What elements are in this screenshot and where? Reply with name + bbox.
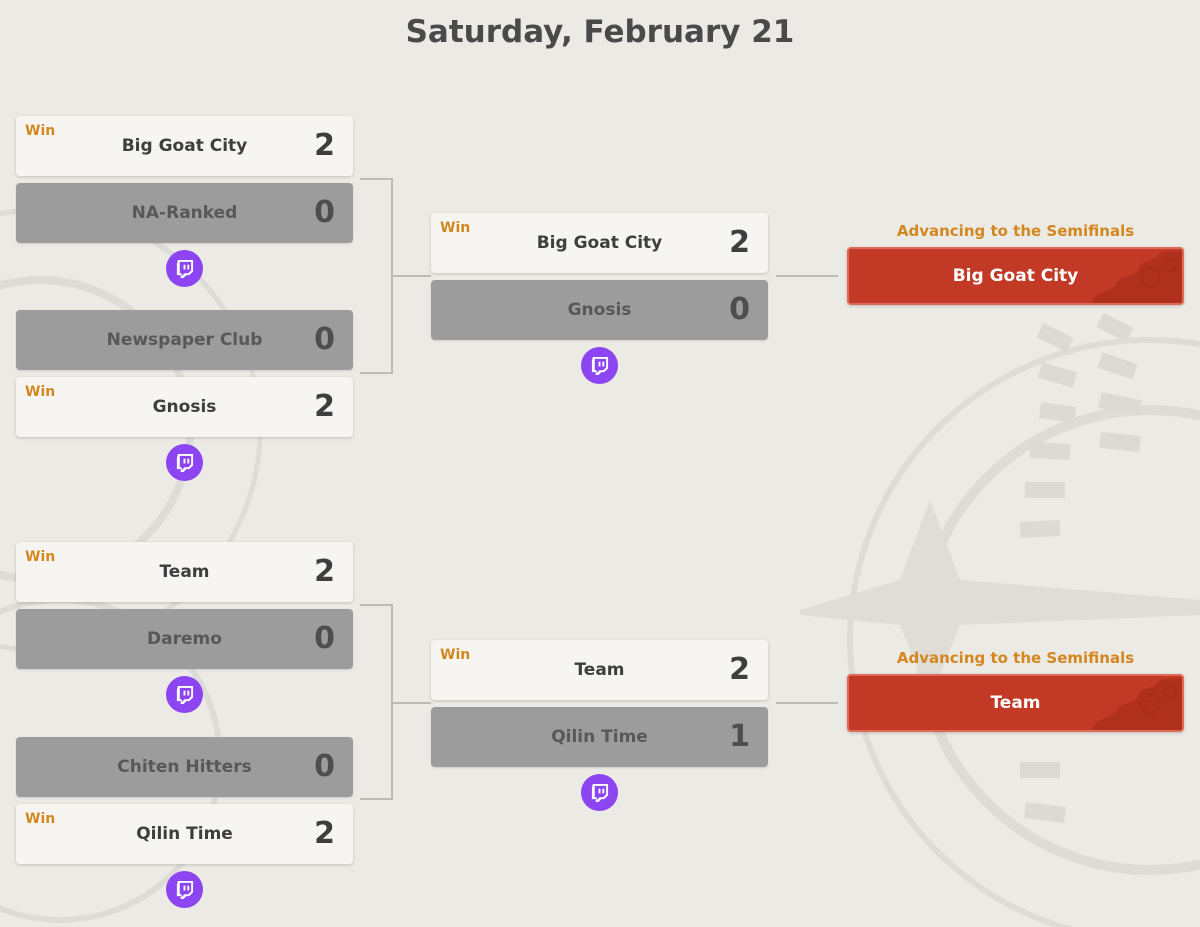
win-tag: Win xyxy=(440,647,471,663)
win-tag: Win xyxy=(25,123,56,139)
team-name: Qilin Time xyxy=(551,727,648,747)
advancing-team-card[interactable]: Team xyxy=(847,674,1184,732)
advancing-team-card[interactable]: Big Goat City xyxy=(847,247,1184,305)
team-score: 0 xyxy=(314,195,335,230)
twitch-icon xyxy=(176,259,194,278)
win-tag: Win xyxy=(440,220,471,236)
match-card-team-row[interactable]: Daremo 0 xyxy=(16,609,353,669)
team-name: Team xyxy=(159,562,210,582)
flourish-decoration xyxy=(1092,251,1182,303)
team-score: 2 xyxy=(729,225,750,260)
team-name: Big Goat City xyxy=(121,136,248,156)
twitch-icon xyxy=(176,453,194,472)
twitch-stream-button[interactable] xyxy=(581,774,618,811)
team-score: 0 xyxy=(314,749,335,784)
team-score: 0 xyxy=(314,322,335,357)
team-score: 2 xyxy=(314,128,335,163)
match-card-team-row[interactable]: Win Big Goat City 2 xyxy=(431,213,768,273)
match-card-team-row[interactable]: Qilin Time 1 xyxy=(431,707,768,767)
team-name: Newspaper Club xyxy=(106,330,263,350)
team-name: Team xyxy=(574,660,625,680)
twitch-stream-button[interactable] xyxy=(166,250,203,287)
team-name: Daremo xyxy=(147,629,222,649)
team-score: 0 xyxy=(729,292,750,327)
twitch-icon xyxy=(591,356,609,375)
twitch-icon xyxy=(176,880,194,899)
advancing-label: Advancing to the Semifinals xyxy=(896,649,1135,667)
match-card-team-row[interactable]: Win Team 2 xyxy=(431,640,768,700)
match-card-team-row[interactable]: Newspaper Club 0 xyxy=(16,310,353,370)
match-card-team-row[interactable]: Win Big Goat City 2 xyxy=(16,116,353,176)
team-score: 2 xyxy=(314,816,335,851)
twitch-stream-button[interactable] xyxy=(581,347,618,384)
match-card-team-row[interactable]: NA-Ranked 0 xyxy=(16,183,353,243)
match-card-team-row[interactable]: Chiten Hitters 0 xyxy=(16,737,353,797)
team-score: 2 xyxy=(314,389,335,424)
team-score: 0 xyxy=(314,621,335,656)
team-name: Gnosis xyxy=(567,300,632,320)
team-name: Qilin Time xyxy=(136,824,233,844)
team-name: Gnosis xyxy=(152,397,217,417)
team-score: 2 xyxy=(729,652,750,687)
match-card-team-row[interactable]: Win Team 2 xyxy=(16,542,353,602)
team-name: Big Goat City xyxy=(952,266,1079,286)
twitch-icon xyxy=(591,783,609,802)
advancing-label: Advancing to the Semifinals xyxy=(896,222,1135,240)
team-name: NA-Ranked xyxy=(131,203,238,223)
team-score: 1 xyxy=(729,719,750,754)
page-title: Saturday, February 21 xyxy=(405,14,795,50)
team-score: 2 xyxy=(314,554,335,589)
match-card-team-row[interactable]: Win Qilin Time 2 xyxy=(16,804,353,864)
match-card-team-row[interactable]: Gnosis 0 xyxy=(431,280,768,340)
twitch-icon xyxy=(176,685,194,704)
team-name: Big Goat City xyxy=(536,233,663,253)
team-name: Chiten Hitters xyxy=(117,757,252,777)
team-name: Team xyxy=(990,693,1041,713)
twitch-stream-button[interactable] xyxy=(166,444,203,481)
twitch-stream-button[interactable] xyxy=(166,871,203,908)
match-card-team-row[interactable]: Win Gnosis 2 xyxy=(16,377,353,437)
twitch-stream-button[interactable] xyxy=(166,676,203,713)
